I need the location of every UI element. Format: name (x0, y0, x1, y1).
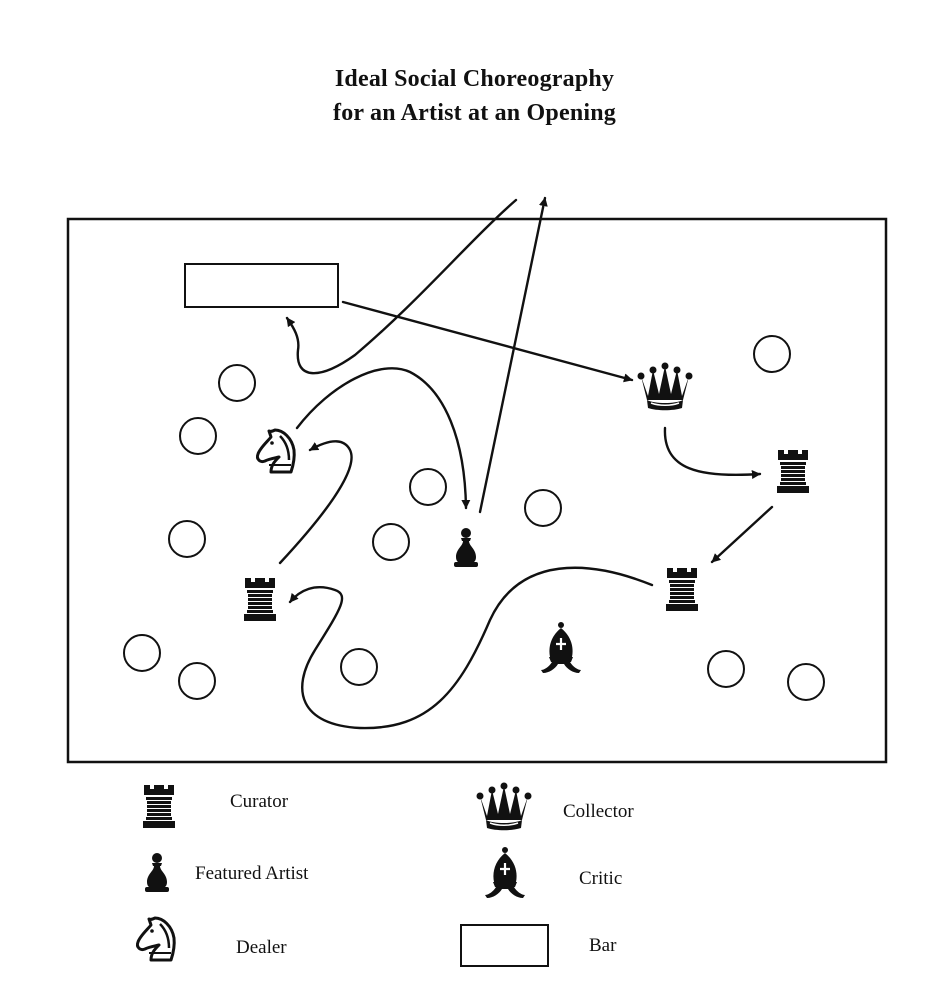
dealer-knight-icon (255, 428, 296, 474)
legend-collector-crown-icon (475, 781, 533, 831)
legend-label-collector: Collector (563, 801, 634, 822)
guest-circle-icon (218, 364, 256, 402)
featured-artist-pawn-icon (454, 528, 478, 567)
title-line-2: for an Artist at an Opening (333, 100, 616, 126)
gallery-room (66, 217, 888, 764)
guest-circle-icon (707, 650, 745, 688)
diagram-title: Ideal Social Choreography for an Artist … (0, 62, 949, 130)
collector-crown-icon (636, 361, 694, 411)
curator-rook-icon (777, 450, 809, 493)
legend-label-curator: Curator (230, 791, 289, 812)
guest-circles (123, 335, 825, 701)
legend-label-bar: Bar (589, 935, 617, 956)
guest-circle-icon (168, 520, 206, 558)
path-curator-to-dealer (278, 440, 353, 565)
path-curator-loop (288, 566, 654, 730)
guest-circle-icon (123, 634, 161, 672)
path-dealer-to-artist (295, 367, 471, 510)
path-enter-to-bar (285, 198, 518, 375)
bar-rectangle (184, 263, 339, 308)
title-line-1: Ideal Social Choreography (334, 66, 615, 92)
legend-critic-bishop-icon (483, 845, 527, 900)
guest-circle-icon (524, 489, 562, 527)
guest-circle-icon (372, 523, 410, 561)
legend-featured-artist-pawn-icon (145, 853, 169, 892)
guest-circle-icon (178, 662, 216, 700)
choreography-paths (278, 196, 774, 730)
guest-circle-icon (340, 648, 378, 686)
guest-circle-icon (787, 663, 825, 701)
guest-circle-icon (179, 417, 217, 455)
guest-circle-icon (753, 335, 791, 373)
curator-rook-icon (244, 578, 276, 621)
guest-circle-icon (409, 468, 447, 506)
legend-bar-rectangle-icon (460, 924, 549, 967)
path-bar-to-collector (341, 300, 634, 383)
legend-dealer-knight-icon (135, 916, 176, 962)
legend-label-critic: Critic (579, 868, 623, 889)
legend-label-featured-artist: Featured Artist (195, 863, 309, 884)
path-collector-to-curator (663, 426, 762, 480)
path-artist-exit (478, 196, 548, 514)
legend-curator-rook-icon (143, 785, 175, 828)
critic-bishop-icon (539, 620, 583, 675)
legend-label-dealer: Dealer (236, 937, 287, 958)
path-curator-to-curator (710, 505, 774, 564)
curator-rook-icon (666, 568, 698, 611)
